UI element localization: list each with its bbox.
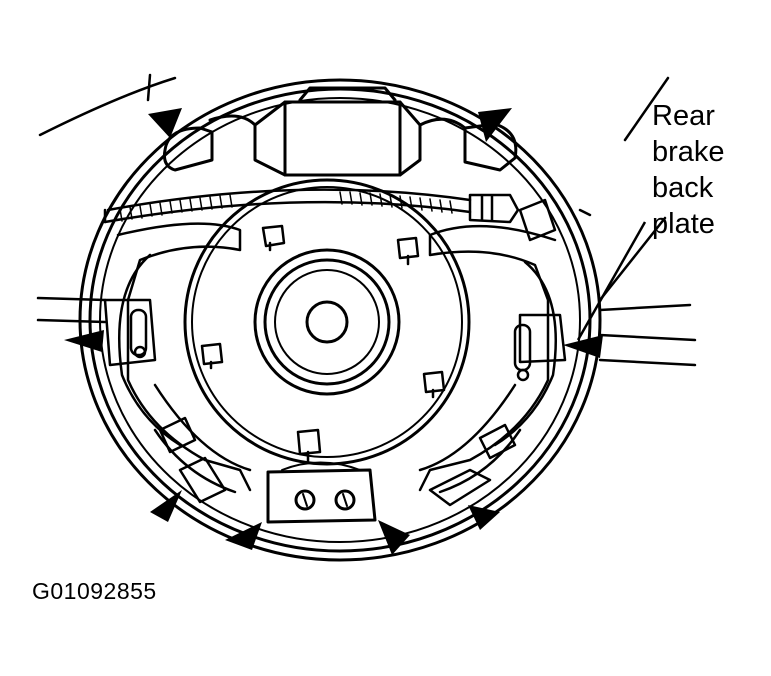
parking-brake-cable: [103, 188, 557, 242]
cable-coil-hatching: [119, 191, 453, 222]
indicator-arrows: [64, 108, 603, 555]
arrow-upper-left: [148, 108, 182, 138]
wheel-stud: [422, 370, 446, 399]
figure-id: G01092855: [32, 578, 157, 604]
callout-line: brake: [652, 136, 725, 168]
shoe-slots: [129, 308, 532, 507]
brake-shoes: [103, 222, 567, 494]
callout-line: plate: [652, 208, 715, 240]
arrow-lower-left-2: [225, 522, 262, 550]
callout-line: back: [652, 172, 714, 204]
arrow-lower-right-2: [468, 505, 500, 530]
wheel-stud: [261, 224, 286, 252]
arrow-upper-right: [478, 108, 512, 142]
wheel-stud: [296, 428, 322, 464]
arrow-lower-left-1: [150, 490, 182, 522]
upper-shoe-tips: [163, 114, 518, 172]
wheel-cylinder: [253, 86, 422, 177]
callout-leader-line: [576, 221, 647, 341]
background-frame-lines: [36, 73, 697, 367]
hub-flange: [183, 178, 471, 466]
arrow-lower-right-1: [378, 520, 410, 555]
wheel-stud: [200, 342, 224, 370]
wheel-studs: [200, 224, 446, 464]
backing-plate-rim: [78, 78, 602, 562]
arrow-left: [64, 330, 104, 352]
wheel-stud: [396, 236, 420, 266]
callout-label-rear-brake-back-plate: Rear brake back plate: [652, 98, 725, 242]
callout-line: Rear: [652, 100, 715, 132]
arrow-right: [563, 335, 603, 358]
lower-anchor-block: [266, 461, 377, 524]
